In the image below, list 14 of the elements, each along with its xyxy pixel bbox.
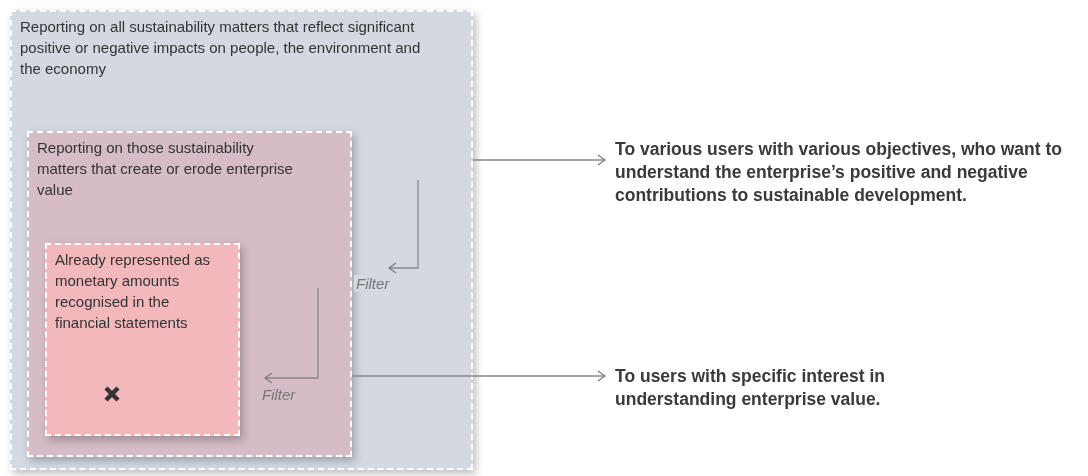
arrow bbox=[264, 287, 319, 384]
region-heading: Reporting on those sustainability matters that create or erode enterprise value bbox=[37, 138, 294, 200]
edge-label: Filter bbox=[260, 386, 298, 403]
arrow bbox=[351, 370, 606, 382]
region-heading: Already represented as monetary amounts recognised in the financial statements bbox=[55, 250, 212, 333]
region-box bbox=[10, 10, 473, 470]
arrow bbox=[388, 179, 419, 274]
region-box bbox=[45, 243, 240, 436]
edge-label: Filter bbox=[354, 275, 392, 292]
arrow bbox=[472, 154, 606, 166]
region-heading: Reporting on all sustainability matters that reflect significant positive or negative impacts on people, the environment and the economy bbox=[20, 17, 422, 79]
region-box bbox=[27, 131, 352, 457]
audience-text: To various users with various objectives, who want to understand the enterprise’s positive and negative contributions to sustainable development. bbox=[615, 138, 1065, 207]
audience-text: To users with specific interest in understanding enterprise value. bbox=[615, 365, 955, 411]
